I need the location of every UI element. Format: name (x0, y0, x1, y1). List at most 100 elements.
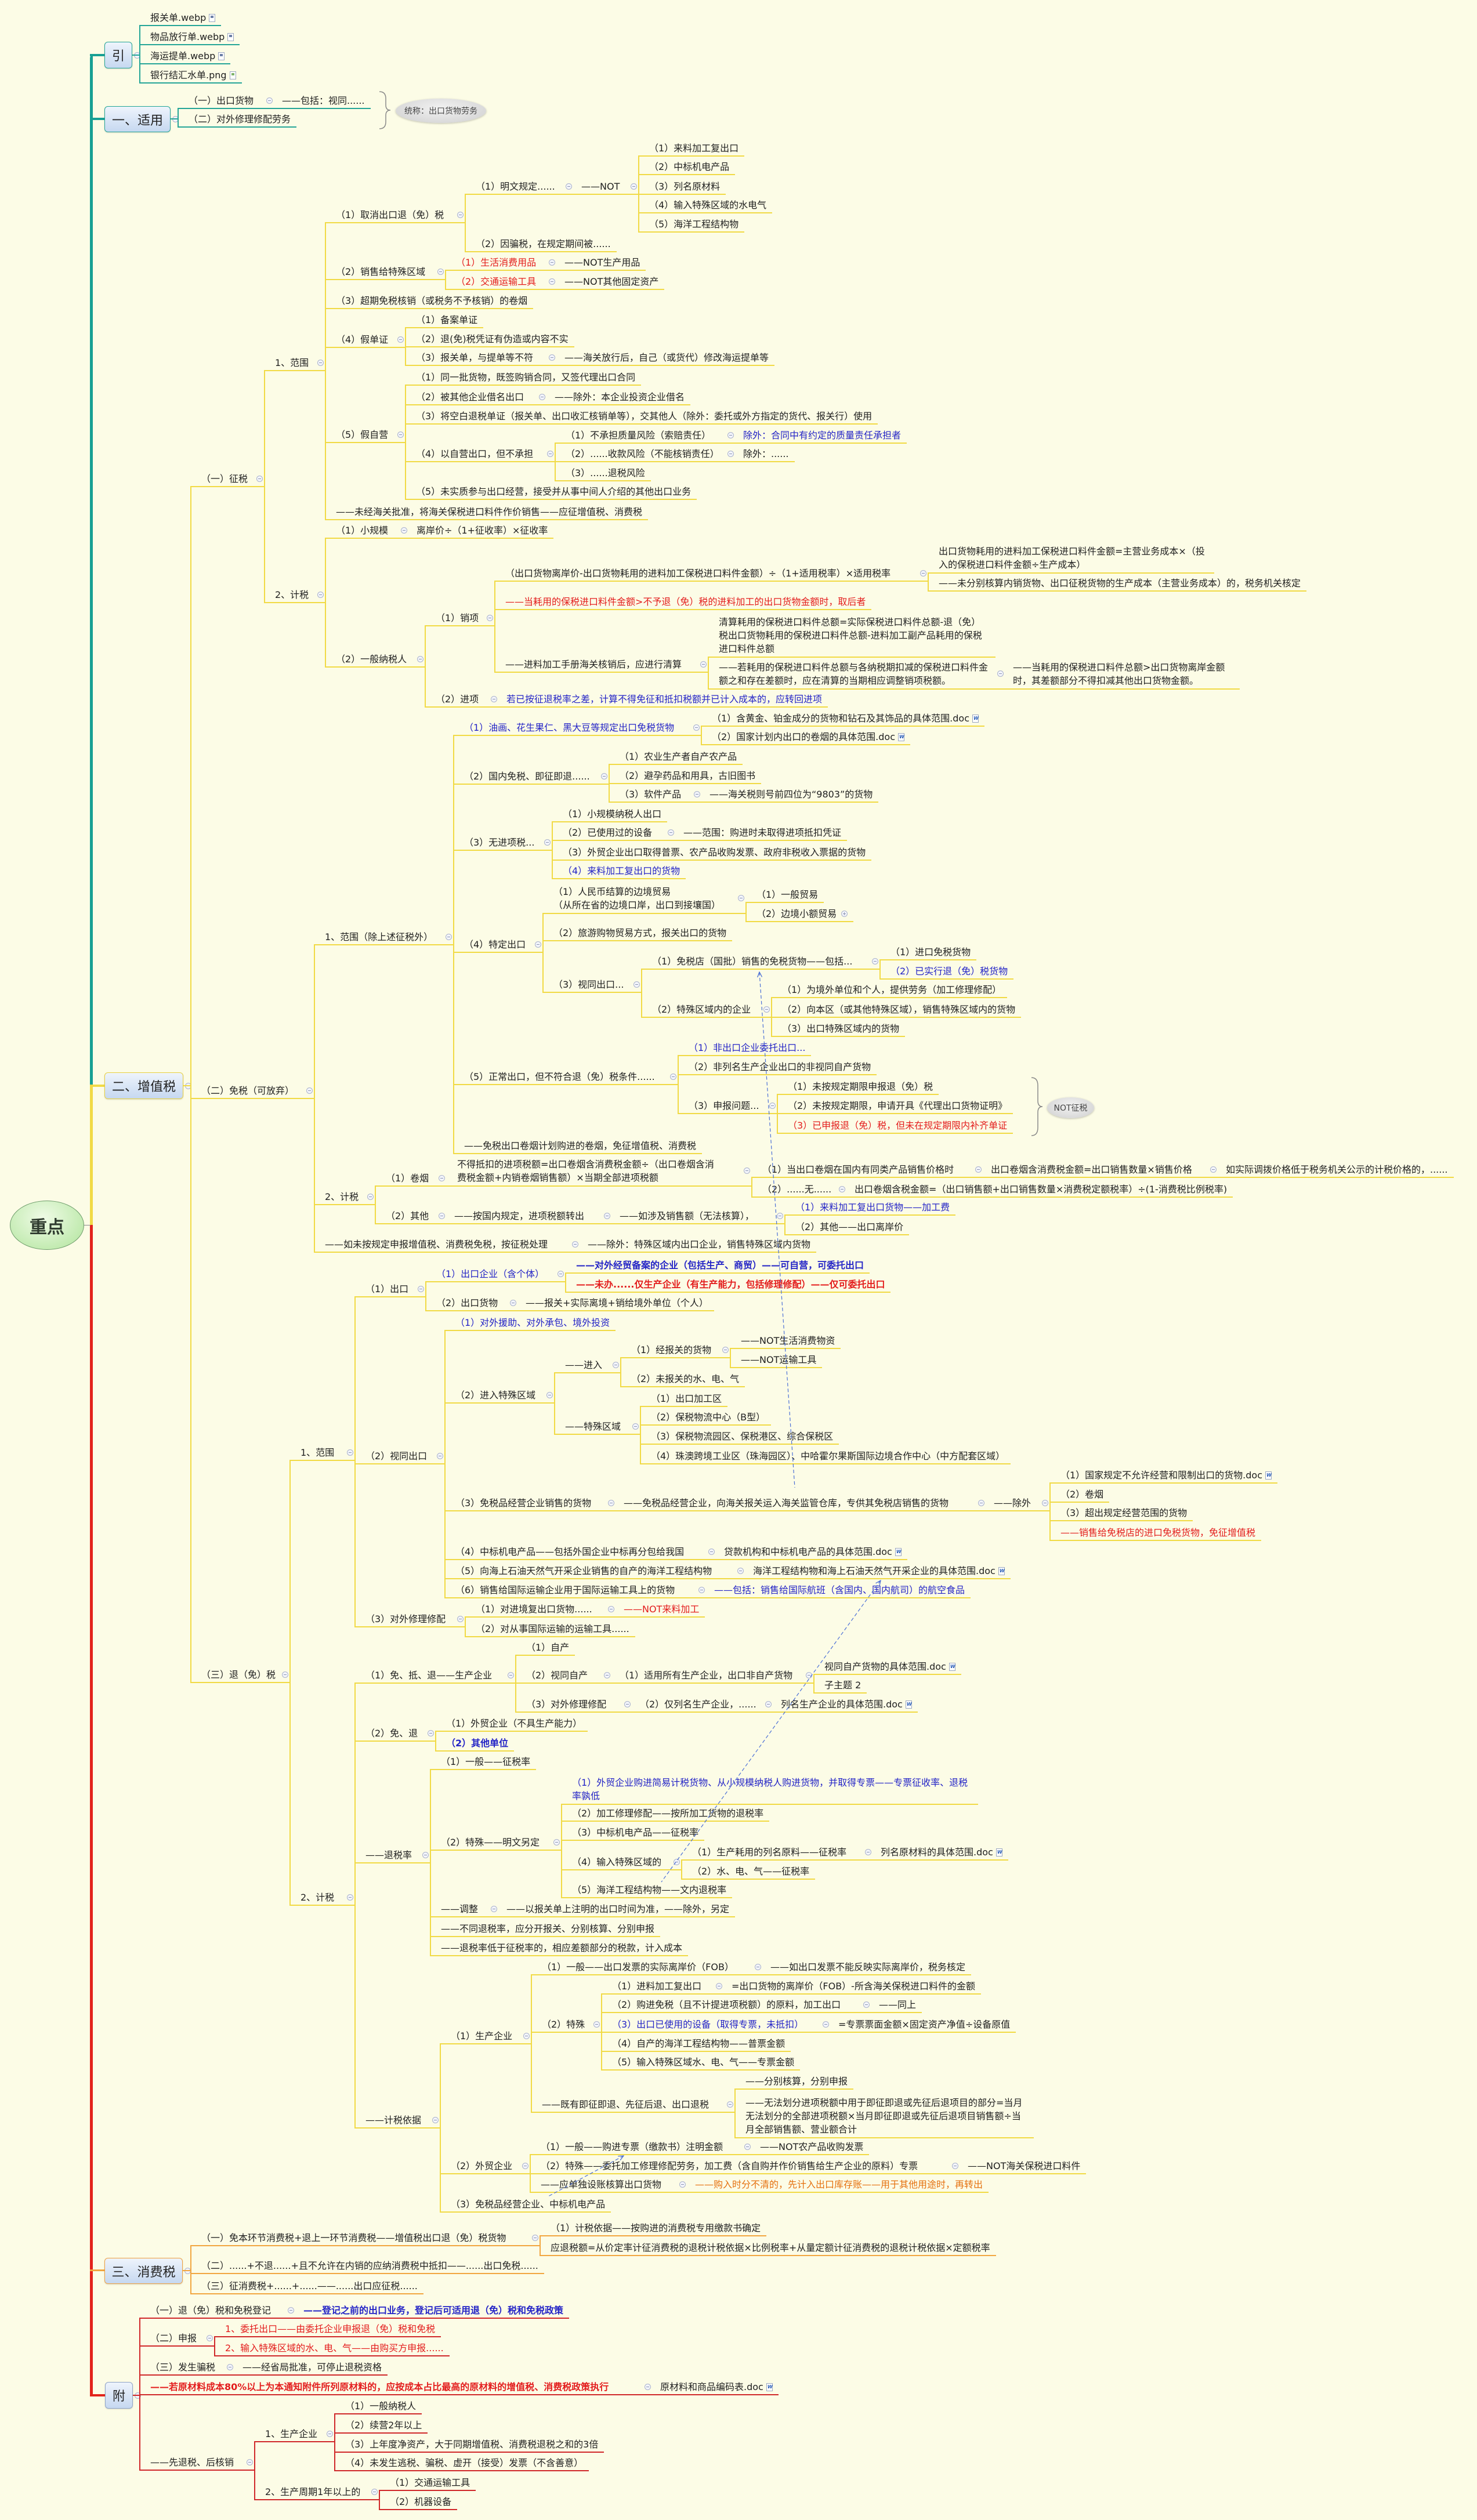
mindmap-node[interactable]: （1）出口加工区 (640, 1391, 728, 1407)
mindmap-node[interactable]: （2）国内免税、即征即退...... (454, 768, 609, 785)
mindmap-node[interactable]: （二）申报 (140, 2330, 215, 2347)
mindmap-node[interactable]: （1）为境外单位和个人，提供劳务（加工修理修配） (772, 982, 1008, 998)
collapse-toggle-icon[interactable] (491, 696, 497, 702)
collapse-toggle-icon[interactable] (457, 212, 464, 218)
collapse-toggle-icon[interactable] (679, 2181, 686, 2188)
collapse-toggle-icon[interactable] (417, 656, 423, 662)
mindmap-node[interactable]: ——进料加工手册海关核销后，应进行清算 (495, 657, 708, 673)
collapse-toggle-icon[interactable] (727, 2101, 733, 2108)
collapse-toggle-icon[interactable] (247, 2459, 253, 2465)
collapse-toggle-icon[interactable] (777, 1213, 783, 1219)
mindmap-node[interactable]: 出口卷烟含消费税金额=出口销售数量×销售价格 (983, 1162, 1218, 1178)
mindmap-node[interactable]: （1）来料加工复出口货物——加工费 (785, 1199, 956, 1216)
collapse-toggle-icon[interactable] (347, 1449, 353, 1456)
mindmap-node[interactable]: （3）列名原材料 (639, 179, 726, 195)
mindmap-node[interactable]: ——分别核算，分别申报 (735, 2073, 854, 2090)
mindmap-node[interactable]: （1）销项 (425, 610, 495, 626)
mindmap-node[interactable]: 若已按征退税率之差，计算不得免征和抵扣税额并已计入成本的，应转回进项 (499, 691, 828, 708)
mindmap-node[interactable]: （一）出口货物 (178, 93, 274, 109)
mindmap-node[interactable]: 应退税额=从价定率计征消费税的退税计税依据×比例税率+从量定额计征消费税的退税计… (540, 2240, 996, 2256)
mindmap-node[interactable]: （2）出口货物 (426, 1295, 518, 1311)
attachment-node[interactable]: 报关单.webp (140, 10, 222, 26)
word-doc-icon[interactable] (998, 1567, 1005, 1575)
mindmap-node[interactable]: ——不同退税率，应分开报关、分别核算、分别申报 (430, 1921, 661, 1937)
collapse-toggle-icon[interactable] (593, 2021, 600, 2028)
mindmap-node[interactable]: （1）一般——出口发票的实际离岸价（FOB） (531, 1959, 763, 1975)
collapse-toggle-icon[interactable] (367, 1194, 374, 1200)
collapse-toggle-icon[interactable] (317, 592, 324, 598)
mindmap-node[interactable]: （3）对外修理修配 (516, 1696, 632, 1713)
mindmap-node[interactable]: （2）特殊区域内的企业 (642, 1002, 772, 1018)
collapse-toggle-icon[interactable] (865, 1849, 871, 1855)
mindmap-node[interactable]: （2）仅列名生产企业，...... (632, 1696, 773, 1713)
mindmap-node[interactable]: ——海关税则号前四位为“9803”的货物 (702, 786, 879, 803)
mindmap-node[interactable]: （1）外贸企业（不具生产能力） (436, 1716, 588, 1732)
mindmap-node[interactable]: （2）特殊——委托加工修理修配劳务，加工费（含自购并作价销售给生产企业的原料）专… (530, 2158, 960, 2174)
mindmap-node[interactable]: （1）计税依据——按购进的消费税专用缴款书确定 (540, 2220, 767, 2236)
mindmap-node[interactable]: （1）生产企业 (440, 2028, 531, 2044)
mindmap-node[interactable]: ——未办......仅生产企业（有生产能力，包括修理修配）——仅可委托出口 (566, 1277, 891, 1293)
mindmap-node[interactable]: （3）超期免税核销（或税务不予核销）的卷烟 (325, 293, 534, 309)
collapse-toggle-icon[interactable] (397, 336, 404, 343)
collapse-toggle-icon[interactable] (674, 1859, 680, 1865)
mindmap-node[interactable]: （1）同一批货物，既签购销合同，又签代理出口合同 (406, 369, 642, 386)
mindmap-node[interactable]: （4）假单证 (325, 332, 406, 348)
collapse-toggle-icon[interactable] (1042, 1500, 1048, 1506)
collapse-toggle-icon[interactable] (978, 1500, 984, 1506)
mindmap-node[interactable]: （2）避孕药品和用具，古旧图书 (609, 768, 762, 784)
mindmap-node[interactable]: ——调整 (430, 1901, 499, 1917)
mindmap-node[interactable]: （4）以自营出口，但不承担 (406, 446, 555, 462)
mindmap-node[interactable]: ——计税依据 (355, 2112, 440, 2129)
mindmap-node[interactable]: （2）旅游购物贸易方式，报关出口的货物 (543, 925, 733, 941)
collapse-toggle-icon[interactable] (371, 2489, 378, 2495)
collapse-toggle-icon[interactable] (547, 451, 553, 457)
collapse-toggle-icon[interactable] (952, 2163, 958, 2169)
mindmap-node[interactable]: 原材料和商品编码表.doc (653, 2379, 779, 2395)
collapse-toggle-icon[interactable] (549, 278, 555, 285)
mindmap-node[interactable]: （2）未报关的水、电、气 (621, 1371, 745, 1387)
collapse-toggle-icon[interactable] (566, 183, 572, 190)
mindmap-node[interactable]: （2）一般纳税人 (325, 651, 425, 668)
mindmap-node[interactable]: （二）对外修理修配劳务 (178, 111, 297, 128)
mindmap-node[interactable]: （6）销售给国际运输企业用于国际运输工具上的货物 (445, 1582, 707, 1598)
branch-intro[interactable]: 引 (104, 42, 132, 68)
branch-appendix[interactable]: 附 (105, 2382, 133, 2409)
summary-bubble[interactable]: 统称：出口货物劳务 (396, 99, 486, 123)
attachment-node[interactable]: 银行结汇水单.png (140, 67, 242, 84)
mindmap-node[interactable]: ——范围：购进时未取得进项抵扣凭证 (676, 825, 848, 841)
mindmap-node[interactable]: （1）备案单证 (406, 312, 484, 328)
mindmap-node[interactable]: 2、生产周期1年以上的 (255, 2484, 379, 2500)
mindmap-node[interactable]: ——NOT (574, 179, 639, 195)
mindmap-node[interactable]: ——未分别核算内销货物、出口征税货物的生产成本（主营业务成本）的，税务机关核定 (928, 575, 1307, 592)
mindmap-node[interactable]: ——当耗用的保税进口料件总额>出口货物离岸金额时，其差额部分不得扣减其他出口货物… (1005, 659, 1240, 690)
collapse-toggle-icon[interactable] (698, 1587, 705, 1593)
mindmap-node[interactable]: 列名生产企业的具体范围.doc (773, 1696, 918, 1713)
mindmap-node[interactable]: （1）生产耗用的列名原料——征税率 (682, 1844, 873, 1861)
collapse-toggle-icon[interactable] (532, 2235, 538, 2241)
mindmap-node[interactable]: （4）珠澳跨境工业区（珠海园区）、中哈霍尔果斯国际边境合作中心（中方配套区域） (640, 1448, 1011, 1464)
mindmap-node[interactable]: （1）非出口企业委托出口... (678, 1040, 812, 1056)
mindmap-node[interactable]: （1）免、抵、退——生产企业 (355, 1667, 516, 1684)
collapse-toggle-icon[interactable] (708, 1549, 715, 1555)
mindmap-node[interactable]: （3）对外修理修配 (355, 1611, 465, 1627)
collapse-toggle-icon[interactable] (769, 1103, 776, 1109)
collapse-toggle-icon[interactable] (613, 1362, 619, 1368)
mindmap-node[interactable]: （1）小规模 (325, 523, 409, 539)
collapse-toggle-icon[interactable] (604, 1213, 610, 1219)
mindmap-node[interactable]: （2）国家计划内出口的卷烟的具体范围.doc (701, 729, 911, 745)
mindmap-node[interactable]: （4）特定出口 (454, 937, 543, 953)
collapse-toggle-icon[interactable] (446, 934, 452, 940)
collapse-toggle-icon[interactable] (558, 1271, 564, 1277)
collapse-toggle-icon[interactable] (282, 1671, 288, 1678)
collapse-toggle-icon[interactable] (347, 1894, 353, 1901)
image-file-icon[interactable] (229, 71, 236, 79)
mindmap-node[interactable]: （1）油画、花生果仁、黑大豆等规定出口免税货物 (454, 720, 701, 736)
collapse-toggle-icon[interactable] (535, 941, 541, 948)
mindmap-node[interactable]: （3）上年度净资产，大于同期增值税、消费税退税之和的3倍 (335, 2436, 604, 2453)
collapse-toggle-icon[interactable] (439, 1175, 445, 1181)
collapse-toggle-icon[interactable] (997, 670, 1004, 677)
image-file-icon[interactable] (209, 13, 216, 22)
mindmap-node[interactable]: =出口货物的离岸价（FOB）-所含海关保税进口料件的金额 (724, 1978, 981, 1995)
mindmap-node[interactable]: （1）来料加工复出口 (639, 140, 745, 157)
mindmap-node[interactable]: （1）进口免税货物 (880, 944, 977, 960)
